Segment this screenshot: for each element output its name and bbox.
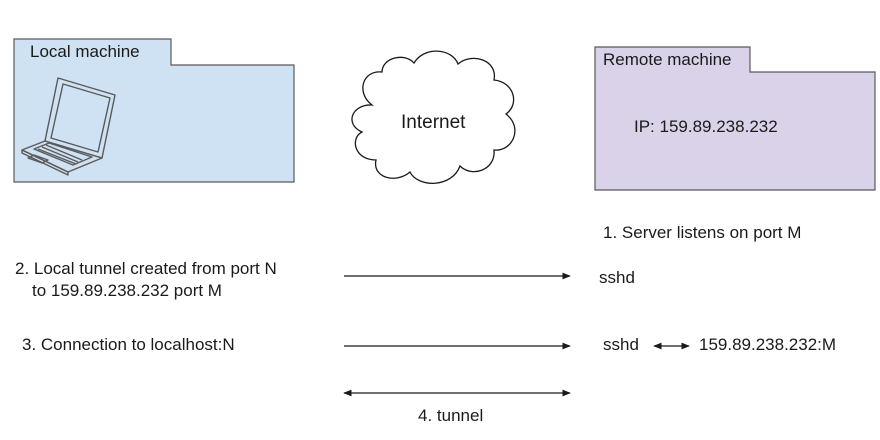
step-3-label: 3. Connection to localhost:N [22, 335, 235, 354]
sshd-remote-label: sshd [603, 335, 639, 354]
step-4-label: 4. tunnel [418, 406, 484, 425]
remote-ip-label: IP: 159.89.238.232 [634, 117, 778, 136]
remote-machine-box [594, 46, 876, 191]
cloud-shape [351, 50, 516, 184]
laptop-icon [21, 77, 116, 176]
local-machine-box [13, 38, 295, 183]
sshd-local-label: sshd [599, 268, 635, 287]
internet-label: Internet [401, 112, 466, 133]
step-2-label-line2: to 159.89.238.232 port M [32, 281, 222, 300]
step-2-label-line1: 2. Local tunnel created from port N [15, 259, 277, 278]
local-machine-title: Local machine [30, 42, 140, 61]
remote-machine-title: Remote machine [603, 50, 732, 69]
step-1-label: 1. Server listens on port M [603, 223, 802, 242]
remote-address-label: 159.89.238.232:M [699, 335, 837, 354]
